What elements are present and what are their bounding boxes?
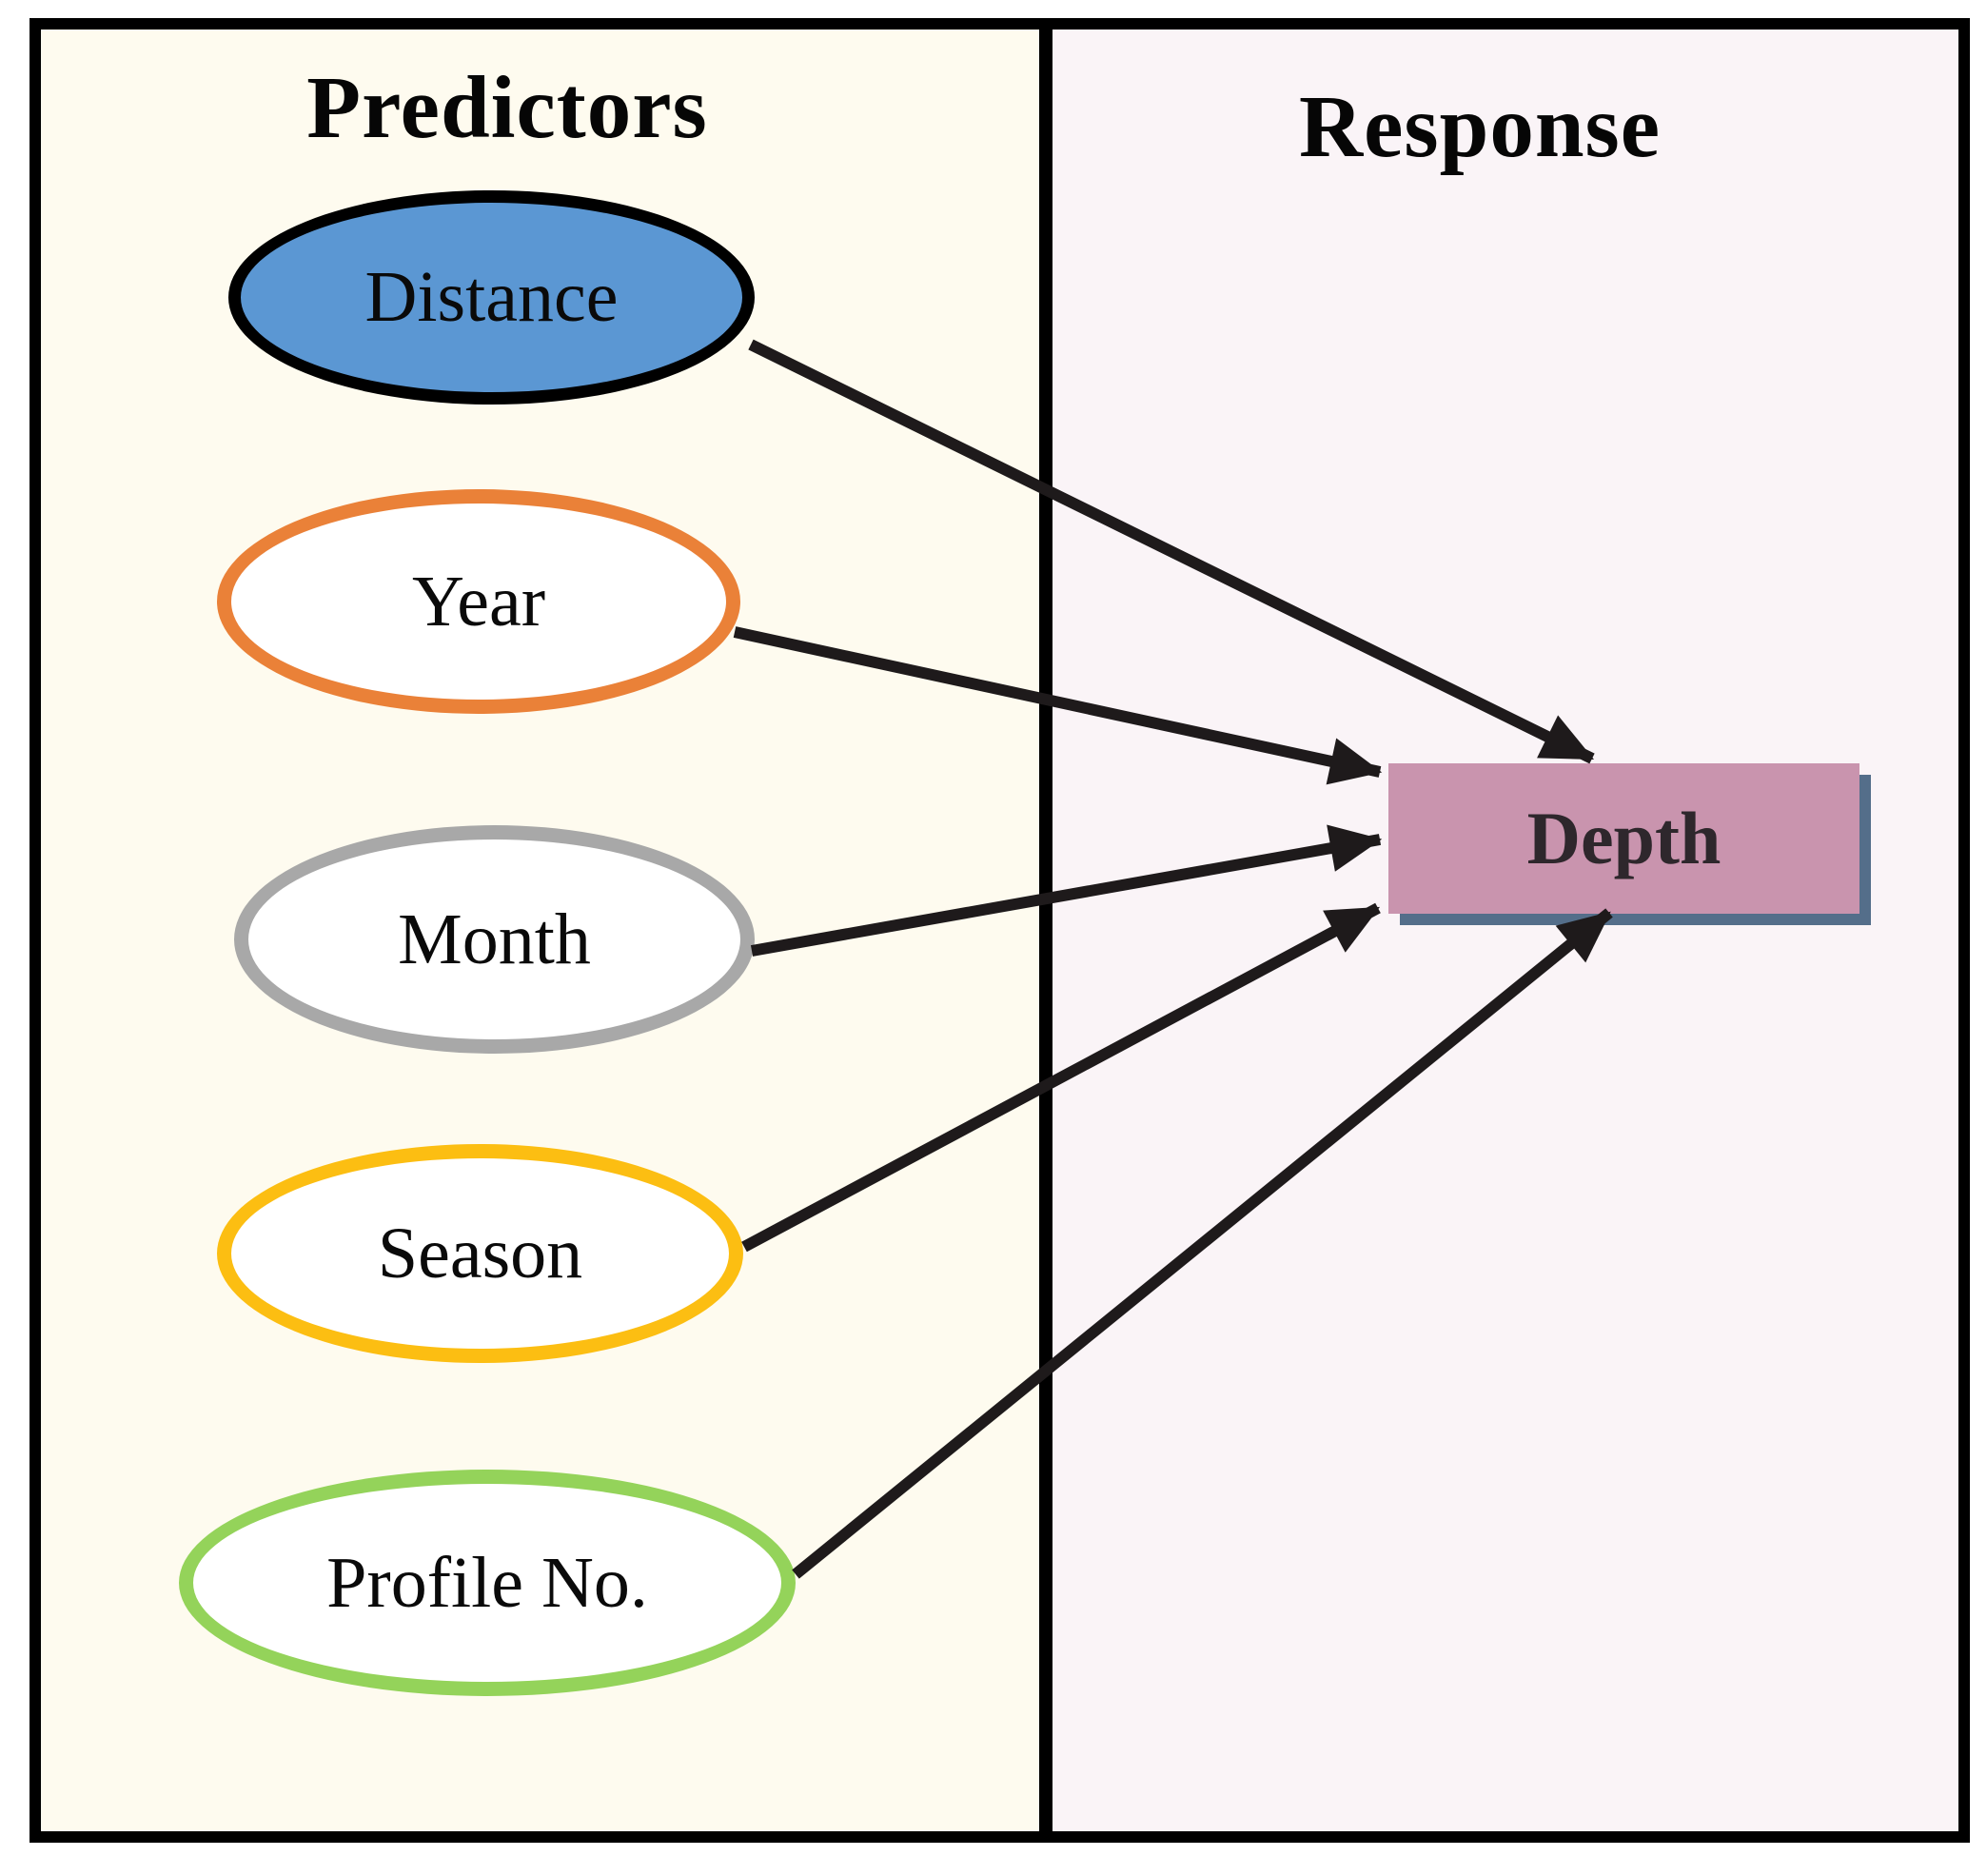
outer-frame: Predictors Distance Year Month Season Pr… [30, 18, 1970, 1843]
response-title: Response [1298, 78, 1662, 176]
node-profile-no: Profile No. [179, 1470, 796, 1696]
node-depth-label: Depth [1526, 797, 1721, 879]
node-month: Month [234, 825, 755, 1054]
node-season-label: Season [377, 1213, 583, 1293]
node-month-label: Month [398, 899, 591, 979]
node-distance-label: Distance [364, 257, 619, 337]
predictors-title: Predictors [306, 59, 708, 157]
node-season: Season [217, 1144, 743, 1363]
panel-divider [1039, 30, 1053, 1831]
node-year-label: Year [411, 561, 546, 642]
response-panel: Response Depth [1053, 30, 1958, 1831]
node-distance: Distance [228, 190, 755, 405]
node-depth: Depth [1388, 763, 1859, 914]
node-profile-no-label: Profile No. [326, 1542, 648, 1623]
node-year: Year [217, 489, 740, 714]
predictors-panel: Predictors Distance Year Month Season Pr… [41, 30, 1039, 1831]
